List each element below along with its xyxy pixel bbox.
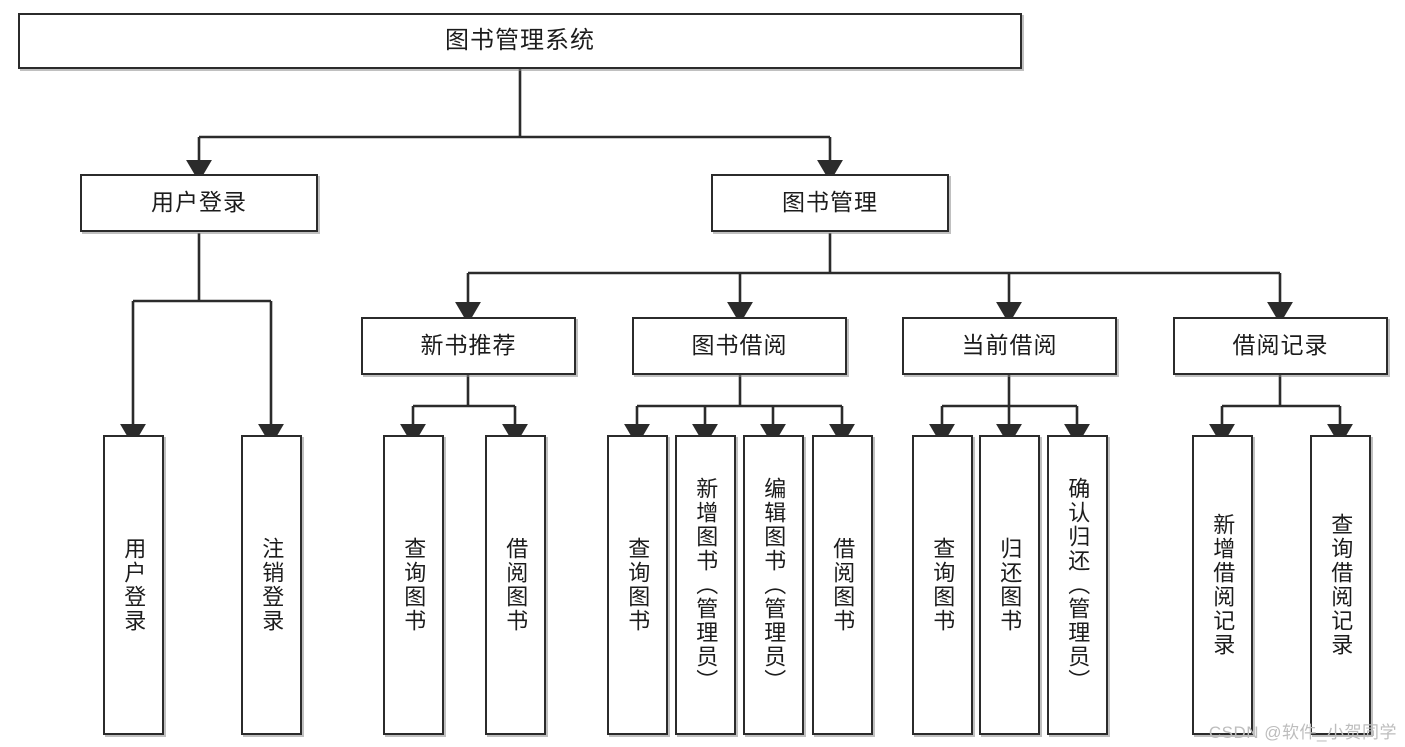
csdn-watermark: CSDN @软件_小贺同学 — [1208, 723, 1397, 742]
leaf-query-record-label: 查询借阅记录 — [1328, 513, 1354, 657]
leaf-borrow-book-1-label: 借阅图书 — [503, 537, 529, 633]
leaf-add-book[interactable]: 新增图书（管理员） — [675, 435, 736, 735]
leaf-add-record[interactable]: 新增借阅记录 — [1192, 435, 1253, 735]
node-current-borrow[interactable]: 当前借阅 — [902, 317, 1117, 375]
node-borrow-records-label: 借阅记录 — [1232, 332, 1329, 359]
leaf-borrow-book-2-label: 借阅图书 — [830, 537, 856, 633]
node-current-borrow-label: 当前借阅 — [961, 332, 1058, 359]
leaf-confirm-return[interactable]: 确认归还（管理员） — [1047, 435, 1108, 735]
leaf-add-book-label: 新增图书（管理员） — [693, 477, 719, 693]
node-book-management-label: 图书管理 — [782, 189, 878, 216]
leaf-user-logout[interactable]: 注销登录 — [241, 435, 302, 735]
leaf-edit-book[interactable]: 编辑图书（管理员） — [743, 435, 804, 735]
node-book-management[interactable]: 图书管理 — [711, 174, 949, 232]
node-new-book-recommend[interactable]: 新书推荐 — [361, 317, 576, 375]
node-user-login-label: 用户登录 — [151, 189, 247, 216]
node-book-borrow[interactable]: 图书借阅 — [632, 317, 847, 375]
leaf-borrow-book-2[interactable]: 借阅图书 — [812, 435, 873, 735]
leaf-query-book-1[interactable]: 查询图书 — [383, 435, 444, 735]
leaf-user-login-label: 用户登录 — [121, 537, 147, 633]
node-borrow-records[interactable]: 借阅记录 — [1173, 317, 1388, 375]
node-book-borrow-label: 图书借阅 — [691, 332, 788, 359]
leaf-return-book-label: 归还图书 — [997, 537, 1023, 633]
leaf-query-book-2-label: 查询图书 — [625, 537, 651, 633]
leaf-confirm-return-label: 确认归还（管理员） — [1065, 477, 1091, 693]
leaf-query-record[interactable]: 查询借阅记录 — [1310, 435, 1371, 735]
leaf-user-logout-label: 注销登录 — [259, 537, 285, 633]
leaf-return-book[interactable]: 归还图书 — [979, 435, 1040, 735]
leaf-query-book-3-label: 查询图书 — [930, 537, 956, 633]
leaf-edit-book-label: 编辑图书（管理员） — [761, 477, 787, 693]
node-new-book-recommend-label: 新书推荐 — [420, 332, 517, 359]
leaf-add-record-label: 新增借阅记录 — [1210, 513, 1236, 657]
node-root-label: 图书管理系统 — [445, 26, 595, 54]
node-user-login[interactable]: 用户登录 — [80, 174, 318, 232]
leaf-borrow-book-1[interactable]: 借阅图书 — [485, 435, 546, 735]
node-root[interactable]: 图书管理系统 — [18, 13, 1022, 69]
leaf-query-book-2[interactable]: 查询图书 — [607, 435, 668, 735]
leaf-query-book-3[interactable]: 查询图书 — [912, 435, 973, 735]
leaf-user-login[interactable]: 用户登录 — [103, 435, 164, 735]
leaf-query-book-1-label: 查询图书 — [401, 537, 427, 633]
